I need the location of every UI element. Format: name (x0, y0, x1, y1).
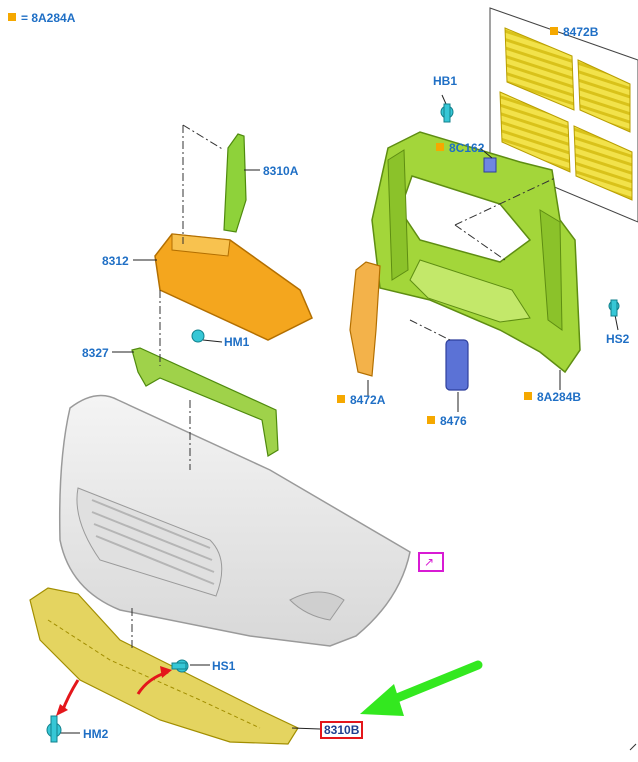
label-8310a[interactable]: 8310A (263, 164, 299, 178)
orange-square-icon (524, 392, 532, 400)
label-8312[interactable]: 8312 (102, 254, 129, 268)
legend: = 8A284A (8, 11, 75, 25)
label-8a284b[interactable]: 8A284B (524, 390, 581, 404)
fastener-hs2 (608, 299, 620, 317)
radiator-support-frame (371, 131, 581, 374)
label-hb1[interactable]: HB1 (433, 74, 458, 88)
label-8c162[interactable]: 8C162 (436, 141, 484, 155)
green-pointer-arrow (360, 660, 483, 716)
label-8472b[interactable]: 8472B (550, 25, 598, 39)
label-hm1[interactable]: HM1 (224, 335, 250, 349)
label-hs2[interactable]: HS2 (606, 332, 630, 346)
leader-lines (131, 124, 556, 650)
label-hs1[interactable]: HS1 (212, 659, 236, 673)
fastener-hm1 (191, 329, 205, 343)
legend-text: = 8A284A (21, 11, 76, 25)
label-8476[interactable]: 8476 (427, 414, 467, 428)
fastener-hm2 (46, 715, 62, 743)
fastener-hs1 (171, 659, 189, 673)
rotate-arrow-head-right (160, 666, 172, 678)
upper-cover-part (154, 233, 313, 341)
label-8310b[interactable]: 8310B (319, 721, 364, 739)
actuator-8476 (445, 339, 469, 391)
highlighted-part-number: 8310B (319, 721, 364, 739)
note-link-box[interactable]: ↗ (418, 552, 444, 572)
fastener-hb1 (440, 103, 454, 123)
orange-square-icon (550, 27, 558, 35)
corner-mark (629, 743, 637, 751)
front-bumper-cover (58, 394, 411, 647)
bracket-8310a (223, 133, 247, 233)
connector-8c162 (483, 157, 497, 173)
orange-square-icon (8, 13, 16, 21)
rotate-arrow-head-left (56, 704, 68, 716)
deflector-8472a (349, 261, 381, 377)
external-link-icon: ↗ (424, 555, 435, 569)
shutter-grille-assembly (489, 7, 638, 223)
orange-square-icon (337, 395, 345, 403)
label-hm2[interactable]: HM2 (83, 727, 109, 741)
label-8327[interactable]: 8327 (82, 346, 109, 360)
orange-square-icon (436, 143, 444, 151)
reinforcement-bar-8327 (131, 347, 279, 457)
orange-square-icon (427, 416, 435, 424)
label-8472a[interactable]: 8472A (337, 393, 385, 407)
